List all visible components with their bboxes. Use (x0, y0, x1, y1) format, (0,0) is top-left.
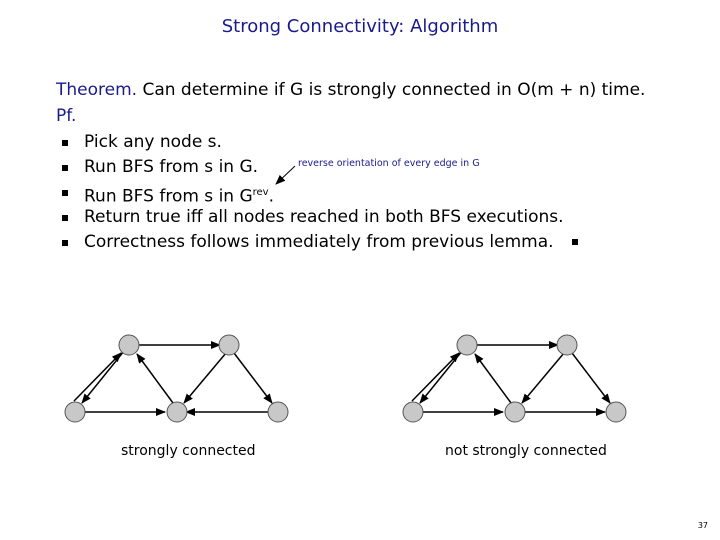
proof-step: Correctness follows immediately from pre… (60, 230, 578, 255)
edge (81, 344, 130, 404)
bullet-square-icon (62, 240, 68, 246)
bullet-square-icon (62, 215, 68, 221)
edge (571, 352, 611, 404)
slide-title: Strong Connectivity: Algorithm (221, 16, 499, 37)
bullet-square-icon (62, 165, 68, 171)
graph-not-strongly-connected-edges (411, 341, 611, 416)
edge (521, 352, 565, 404)
annotation-text: reverse orientation of every edge in G (298, 158, 480, 169)
qed-square-icon (571, 239, 578, 245)
proof-step: Run BFS from s in Grev. (60, 180, 578, 207)
proof-step: Pick any node s. (60, 130, 578, 155)
proof-step: Run BFS from s in G. (60, 155, 578, 180)
bullet-square-icon (62, 140, 68, 146)
graph-node (556, 334, 578, 356)
graph-node (166, 401, 188, 423)
annotation-arrow (275, 165, 296, 185)
proof-step: Return true iff all nodes reached in bot… (60, 205, 578, 230)
page-number: 37 (697, 521, 708, 530)
edge (411, 352, 460, 402)
graph-node (605, 401, 627, 423)
caption-strongly-connected: strongly connected (121, 443, 256, 459)
edge (419, 344, 468, 404)
edge (136, 353, 174, 404)
edge (73, 352, 122, 402)
graph-node (267, 401, 289, 423)
graph-not-strongly-connected-nodes (402, 334, 627, 423)
caption-not-strongly-connected: not strongly connected (445, 443, 607, 459)
graph-node (118, 334, 140, 356)
graph-node (218, 334, 240, 356)
graph-node (402, 401, 424, 423)
proof-label: Pf. (56, 106, 77, 126)
proof-steps: Pick any node s. Run BFS from s in G. Ru… (60, 130, 578, 255)
rev-superscript: rev (252, 187, 269, 198)
graph-node (64, 401, 86, 423)
graph-strongly-connected-edges (73, 341, 273, 416)
theorem-text: Can determine if G is strongly connected… (137, 80, 646, 100)
theorem-statement: Theorem. Can determine if G is strongly … (56, 80, 645, 100)
theorem-label: Theorem. (56, 80, 138, 100)
graph-strongly-connected-nodes (64, 334, 289, 423)
edge (183, 352, 227, 404)
edge (233, 352, 273, 404)
bullet-square-icon (62, 190, 68, 196)
edge (474, 353, 512, 404)
graph-node (504, 401, 526, 423)
graph-node (456, 334, 478, 356)
